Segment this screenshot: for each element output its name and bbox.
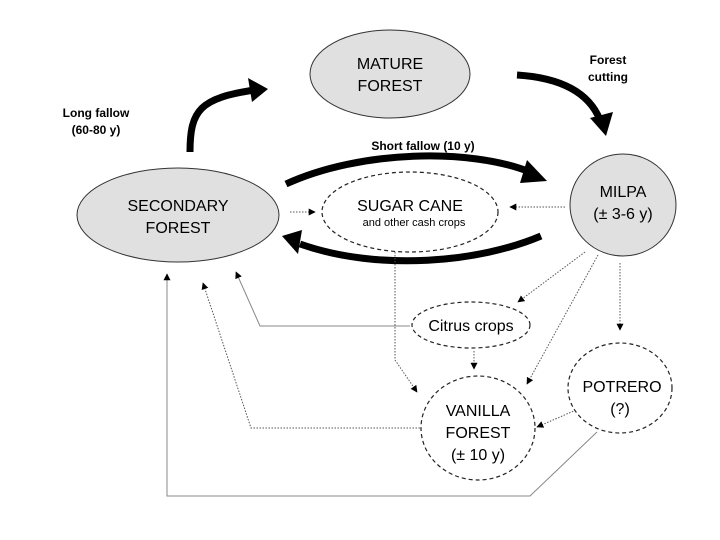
long-fallow-arrow	[186, 78, 268, 153]
long-fallow-label: Long fallow	[63, 106, 130, 120]
arrowhead-icon	[590, 112, 613, 136]
node-label: (± 10 y)	[451, 447, 505, 464]
vanilla-to-secondary-edge	[201, 282, 420, 429]
node-citrus-crops: Citrus crops	[411, 301, 531, 349]
forest-cutting-label: Forest	[590, 53, 627, 67]
forest-cutting-arrow	[516, 71, 613, 136]
node-label: FOREST	[358, 78, 423, 95]
node-label: SUGAR CANE	[357, 198, 463, 215]
arrowhead-icon	[248, 78, 268, 102]
forest-cutting-label-2: cutting	[588, 70, 628, 84]
sugarcane-to-vanilla-edge	[394, 252, 418, 393]
node-label: Citrus crops	[428, 318, 513, 335]
node-label: MATURE	[357, 56, 423, 73]
long-fallow-duration-label: (60-80 y)	[72, 123, 121, 137]
node-sugar-cane: SUGAR CANE and other cash crops	[321, 171, 499, 253]
node-label: POTRERO	[582, 379, 661, 396]
citrus-to-secondary-edge	[235, 271, 410, 327]
node-label: (± 3-6 y)	[593, 206, 652, 223]
node-label: FOREST	[146, 220, 211, 237]
node-milpa: MILPA (± 3-6 y)	[569, 153, 677, 257]
arrowhead-icon	[282, 230, 302, 254]
node-label: VANILLA	[446, 403, 511, 420]
node-label: SECONDARY	[127, 198, 228, 215]
node-secondary-forest: SECONDARY FOREST	[76, 167, 280, 263]
potrero-to-secondary-edge	[163, 273, 598, 497]
node-potrero: POTRERO (?)	[567, 342, 673, 434]
node-mature-forest: MATURE FOREST	[309, 29, 471, 119]
node-label: FOREST	[446, 425, 511, 442]
potrero-to-vanilla-edge	[536, 409, 577, 428]
arrowhead-icon	[520, 160, 547, 183]
node-label: (?)	[610, 401, 630, 418]
milpa-to-vanilla-edge	[526, 254, 599, 385]
node-vanilla-forest: VANILLA FOREST (± 10 y)	[420, 375, 536, 481]
milpa-to-citrus-edge	[517, 251, 586, 303]
return-to-secondary-forest-arrow	[282, 230, 543, 265]
node-label: MILPA	[600, 184, 647, 201]
short-fallow-label: Short fallow (10 y)	[371, 139, 474, 153]
short-fallow-arrow	[284, 152, 547, 188]
node-sublabel: and other cash crops	[363, 217, 466, 229]
